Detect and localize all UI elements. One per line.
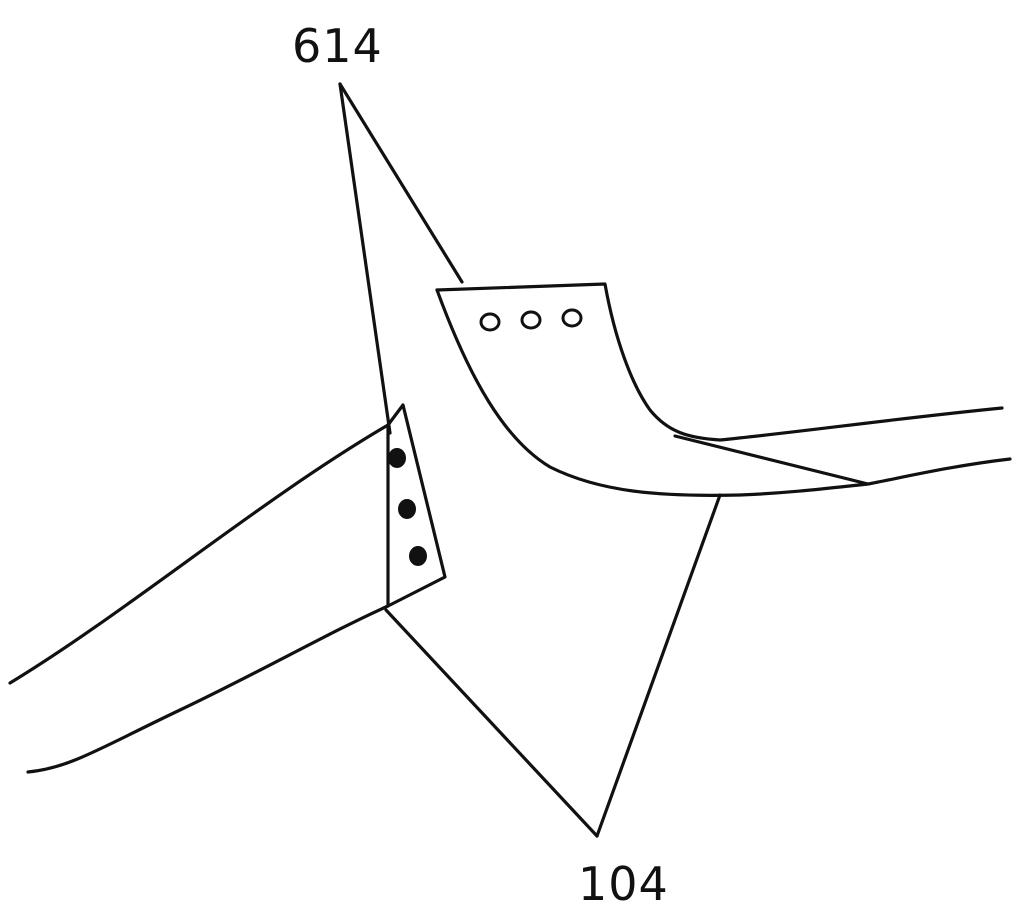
leader-line-104-left (384, 608, 599, 838)
leader-line-104-right (595, 493, 722, 838)
lower-arm-end-plate (386, 403, 447, 608)
filled-hole-3 (409, 546, 427, 566)
leader-lines-104 (384, 493, 722, 838)
reference-label-614: 614 (292, 19, 383, 73)
lower-arm-upper-edge (8, 423, 390, 685)
reference-label-104: 104 (578, 857, 669, 911)
upper-plate-lower-edge (435, 288, 1012, 497)
filled-hole-2 (398, 499, 416, 519)
leader-line-614-right (338, 82, 464, 284)
leader-line-614-left (338, 82, 392, 435)
open-hole-1 (479, 312, 501, 332)
lower-arm-lower-edge (26, 604, 390, 774)
upper-right-component (435, 282, 1012, 497)
upper-plate-diagonal-edge (673, 434, 870, 486)
upper-plate-outline (435, 282, 1004, 442)
open-hole-3 (561, 308, 583, 328)
open-hole-2 (520, 310, 542, 330)
leader-lines-614 (338, 82, 464, 435)
filled-hole-1 (388, 448, 406, 468)
lower-left-component (8, 403, 447, 774)
